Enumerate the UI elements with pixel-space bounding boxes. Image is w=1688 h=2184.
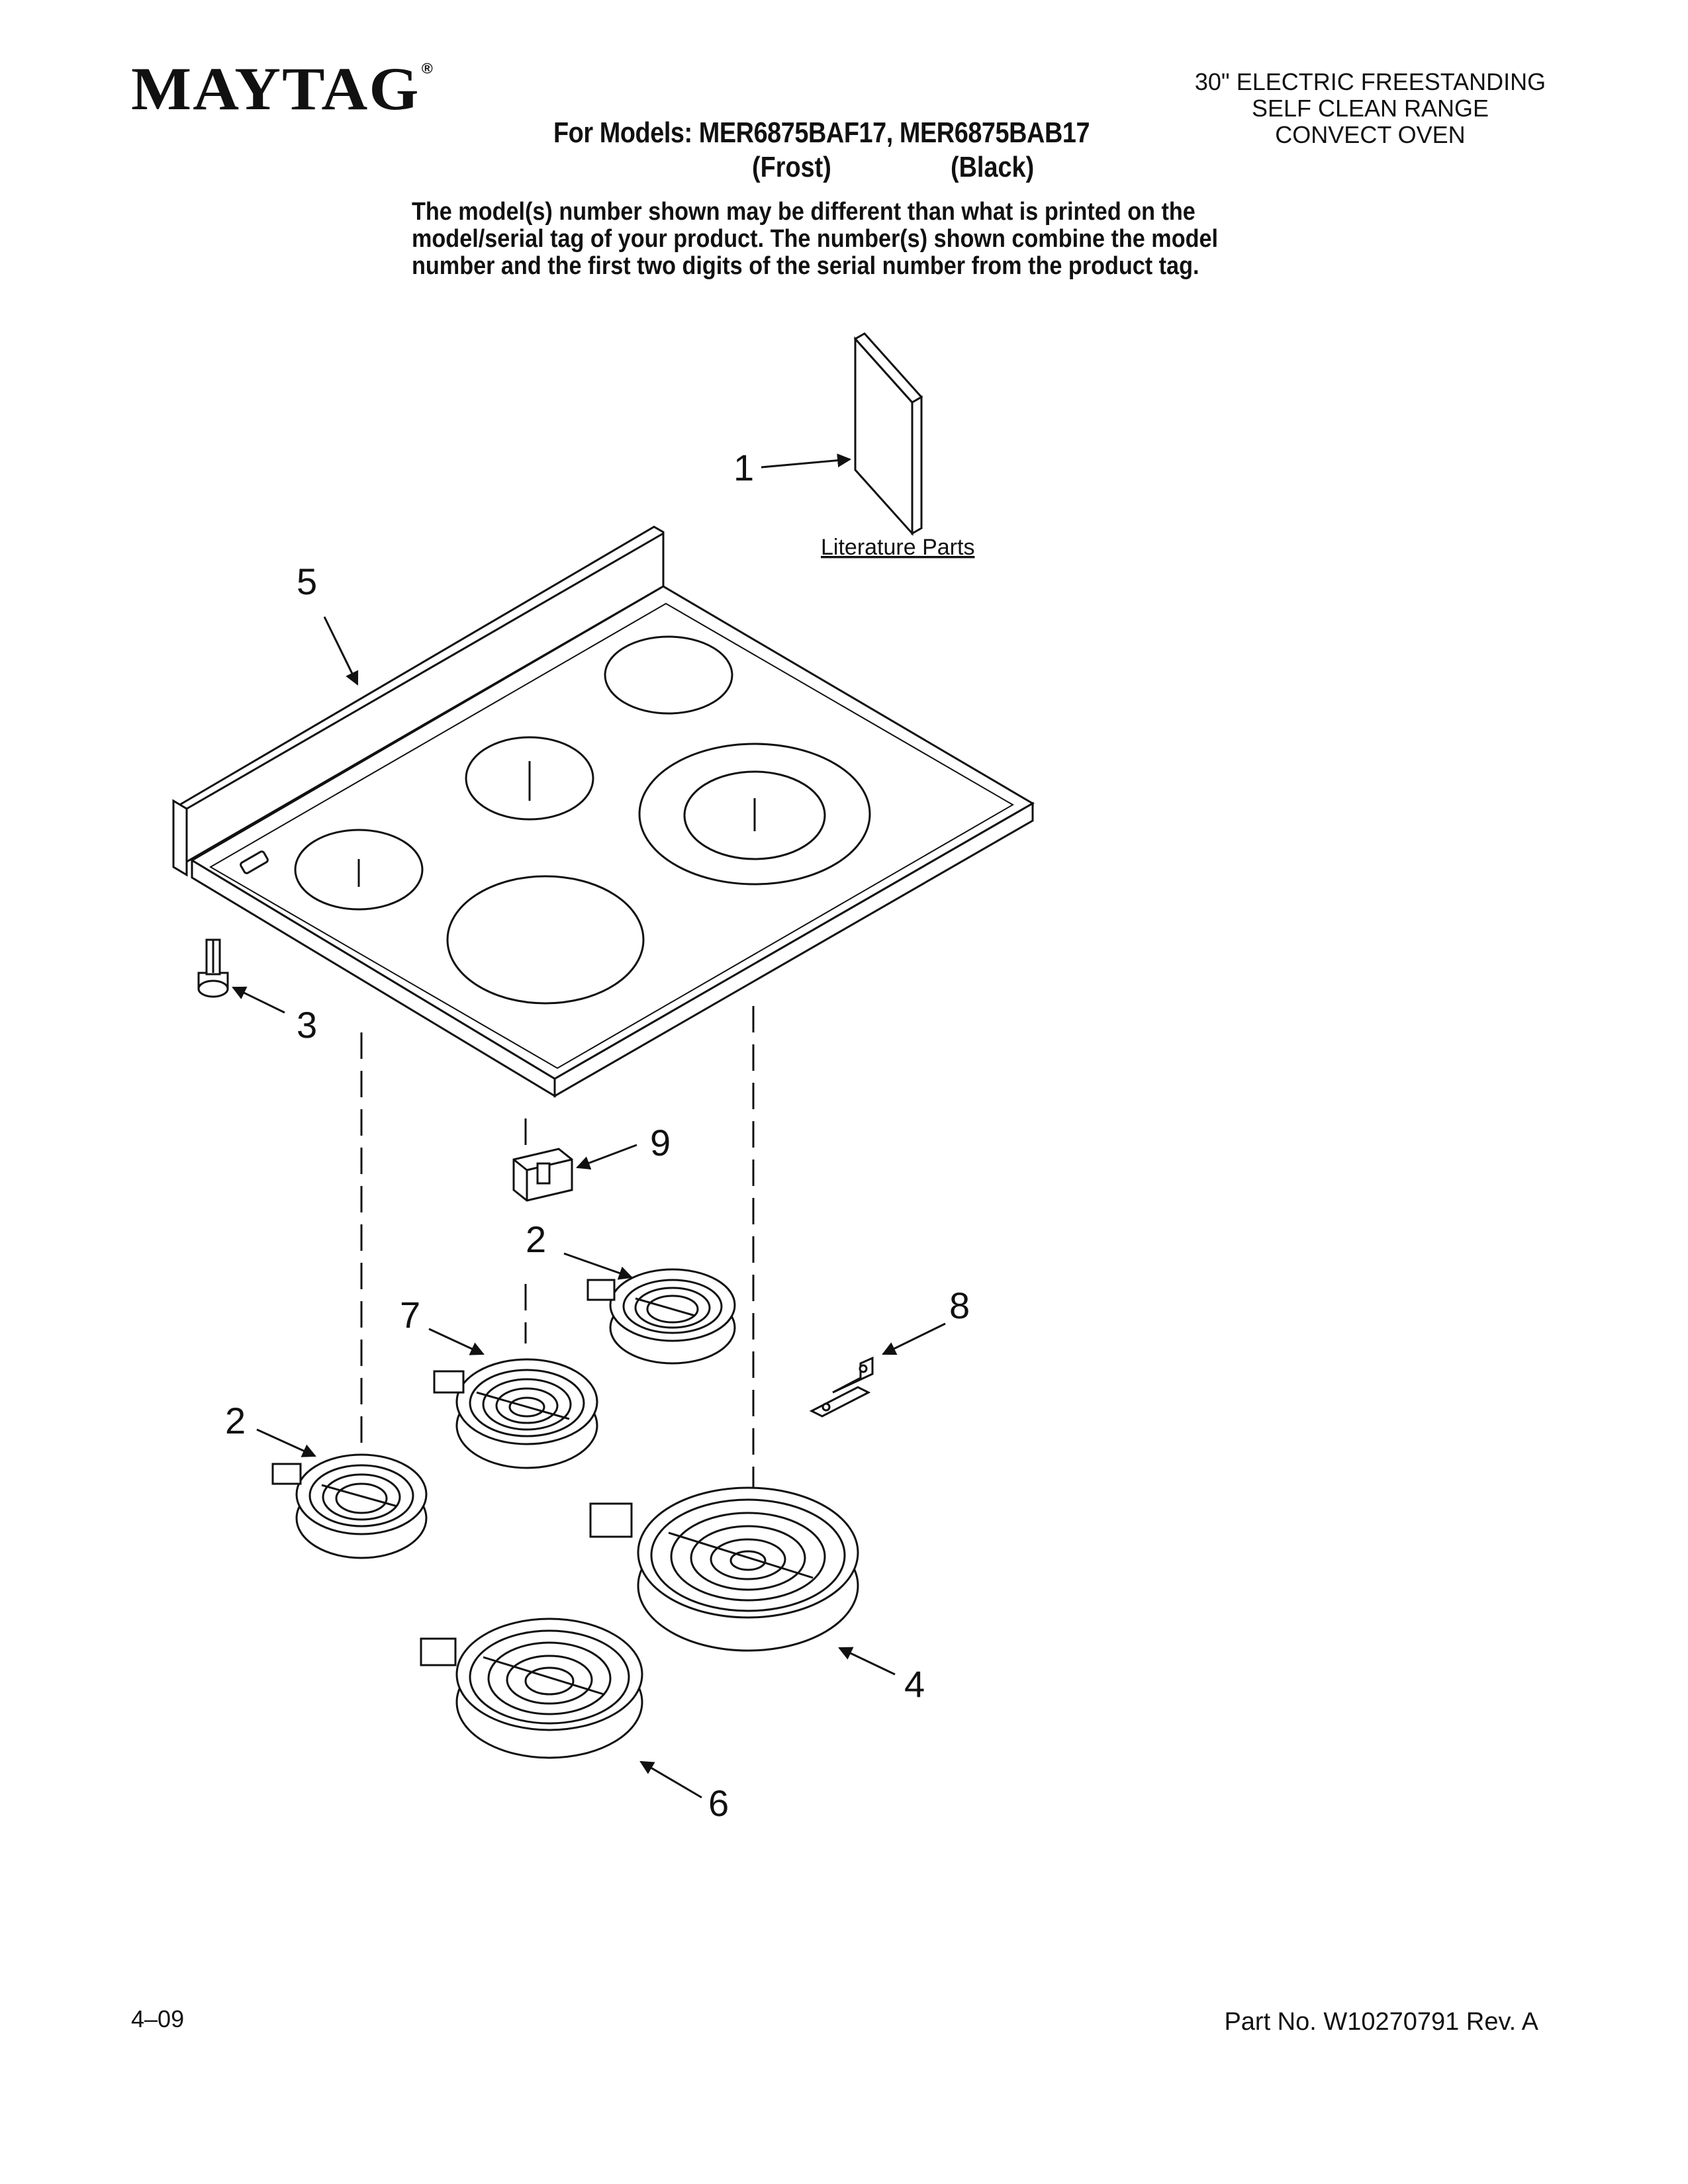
registered-mark: ® [421,60,434,77]
callout-7: 7 [400,1294,420,1336]
leader-arrows [232,453,946,1799]
part-number: Part No. W10270791 Rev. A [1224,2008,1538,2036]
callout-3: 3 [297,1004,317,1046]
product-line-2: SELF CLEAN RANGE [1251,95,1489,122]
callout-6: 6 [708,1782,729,1824]
maytag-logo: MAYTAG® [131,58,434,119]
model-numbers: For Models: MER6875BAF17, MER6875BAB17 [553,116,1090,149]
small-element-lower [271,1453,428,1559]
callout-2-lower: 2 [225,1400,246,1441]
callout-4: 4 [904,1663,925,1705]
literature-booklet [853,332,923,536]
element-6 [420,1617,643,1759]
small-element-upper [586,1268,736,1365]
screw-stud-part [197,938,229,998]
callout-5: 5 [297,561,317,602]
revision-date: 4–09 [131,2005,185,2032]
bracket-block-part [512,1148,573,1202]
element-7 [433,1358,598,1469]
clip-part [809,1356,874,1418]
callout-8: 8 [949,1285,970,1326]
color-black: (Black) [951,151,1035,183]
model-disclaimer: The model(s) number shown may be differe… [412,199,1270,280]
zone-center-front [446,875,645,1005]
disclaimer-line-2: model/serial tag of your product. The nu… [412,225,1219,253]
callout-9: 9 [650,1122,671,1163]
product-line-1: 30" ELECTRIC FREESTANDING [1194,68,1546,95]
disclaimer-line-1: The model(s) number shown may be differe… [412,198,1196,226]
alignment-lines [360,1006,755,1575]
zone-right-rear [604,635,733,715]
callout-2-upper: 2 [526,1218,546,1260]
product-description: 30" ELECTRIC FREESTANDING SELF CLEAN RAN… [1139,69,1602,148]
disclaimer-line-3: number and the first two digits of the s… [412,252,1199,280]
color-frost: (Frost) [752,151,831,183]
cooktop-maintop [172,525,1035,1098]
product-line-3: CONVECT OVEN [1275,121,1466,148]
literature-parts-label: Literature Parts [821,535,974,560]
callout-1: 1 [733,447,754,488]
large-element-4 [589,1486,859,1652]
brand-name: MAYTAG [131,55,420,122]
